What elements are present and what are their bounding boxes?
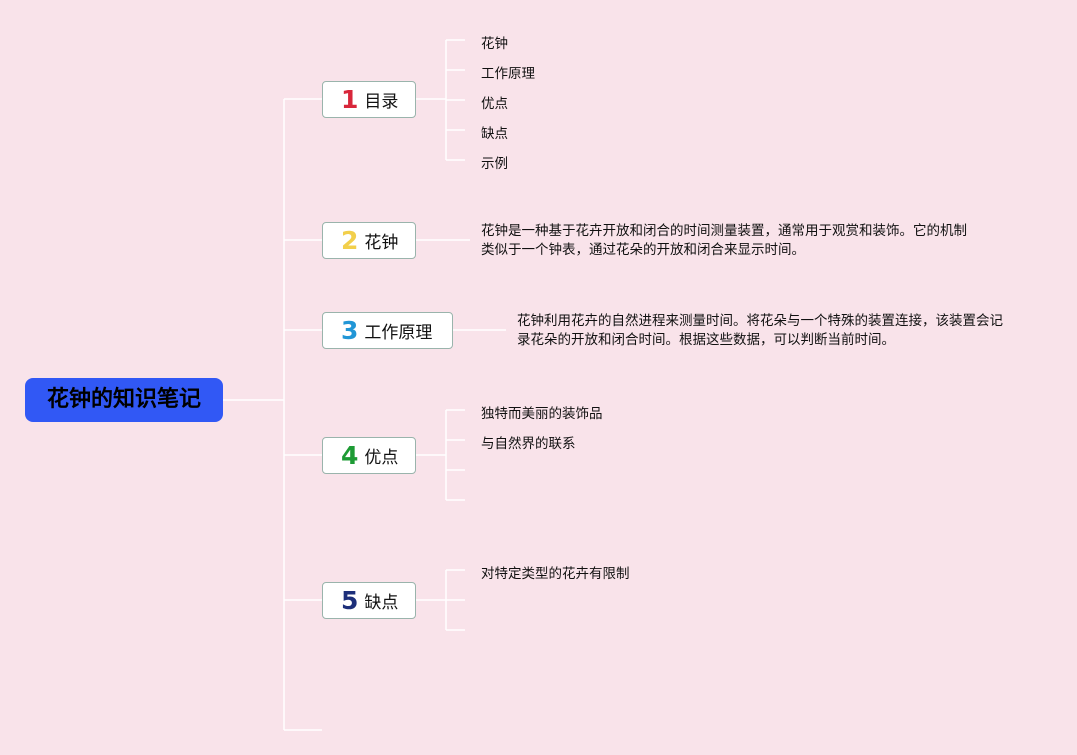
subtopic-item[interactable]: 与自然界的联系 — [481, 436, 576, 452]
topic-label: 花钟 — [364, 233, 399, 253]
topic-description[interactable]: 花钟利用花卉的自然进程来测量时间。将花朵与一个特殊的装置连接，该装置会记录花朵的… — [517, 313, 1003, 348]
topic-number: 4 — [341, 441, 359, 470]
topic-working-principle[interactable]: 3 工作原理 — [322, 312, 453, 349]
subtopic-item[interactable]: 对特定类型的花卉有限制 — [481, 566, 630, 582]
subtopic-item[interactable]: 独特而美丽的装饰品 — [481, 406, 603, 422]
topic-label: 优点 — [364, 448, 399, 468]
subtopic-item[interactable]: 工作原理 — [481, 66, 535, 82]
topic-contents[interactable]: 1 目录 — [322, 81, 416, 118]
topic-description[interactable]: 花钟是一种基于花卉开放和闭合的时间测量装置，通常用于观赏和装饰。它的机制类似于一… — [481, 223, 967, 258]
topic-flower-clock[interactable]: 2 花钟 — [322, 222, 416, 259]
central-topic[interactable]: 花钟的知识笔记 — [25, 378, 223, 422]
topic-label: 目录 — [364, 92, 399, 112]
subtopic-item[interactable]: 缺点 — [481, 126, 508, 142]
topic-disadvantages[interactable]: 5 缺点 — [322, 582, 416, 619]
topic-number: 3 — [341, 316, 359, 345]
topic-advantages[interactable]: 4 优点 — [322, 437, 416, 474]
topic-number: 1 — [341, 85, 359, 114]
subtopic-item[interactable]: 示例 — [481, 156, 508, 172]
topic-number: 2 — [341, 226, 359, 255]
topic-number: 5 — [341, 586, 359, 615]
topic-label: 工作原理 — [364, 323, 433, 343]
subtopic-item[interactable]: 优点 — [481, 96, 508, 112]
subtopic-item[interactable]: 花钟 — [481, 36, 508, 52]
topic-label: 缺点 — [364, 593, 399, 613]
